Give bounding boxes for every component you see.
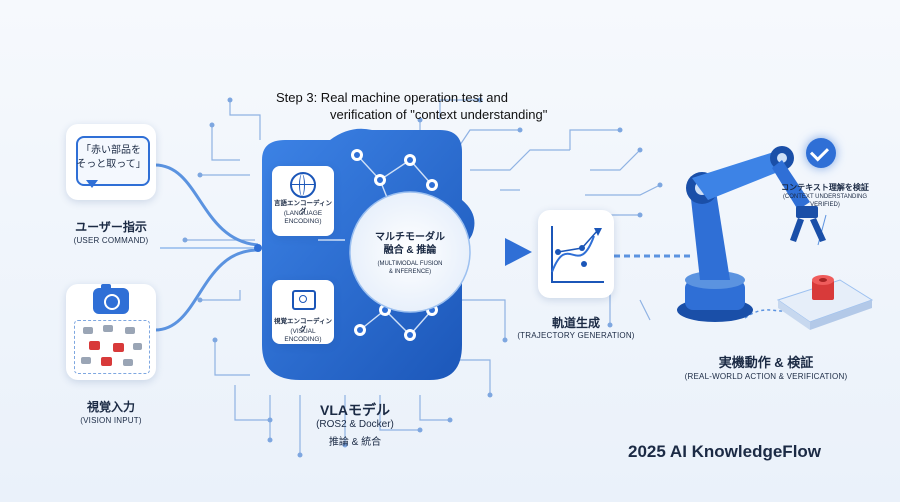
trajectory-label-en: (TRAJECTORY GENERATION) (517, 331, 635, 340)
parts-scene (74, 320, 150, 374)
real-world-action-label: 実機動作 & 検証 (718, 355, 814, 370)
step-title-line2: verification of "context understanding" (330, 107, 548, 122)
trajectory-label: 軌道生成 (551, 316, 600, 330)
fusion-label-line1: マルチモーダル (375, 232, 445, 243)
bubble-text-line1: 「赤い部品を (81, 145, 141, 156)
vla-model-title: VLAモデル (320, 402, 390, 418)
brand-name: 2025 AI KnowledgeFlow (628, 442, 822, 461)
robot-arm-illustration (677, 146, 874, 330)
red-part-target (812, 280, 834, 300)
language-encoding-label: 言語エンコーディング (273, 200, 333, 215)
trajectory-graph-icon (551, 226, 604, 283)
check-badge-icon (806, 138, 836, 168)
visual-encoding-label: 視覚エンコーディング (273, 318, 333, 333)
context-verified-en-line2: VERIFIED) (810, 202, 840, 208)
fusion-label-line4: & INFERENCE) (388, 269, 432, 275)
visual-encoding-card: 視覚エンコーディング (VISUAL ENCODING) (272, 280, 334, 344)
language-encoding-en-line1: (LANGUAGE (283, 210, 323, 217)
language-encoding-card: 言語エンコーディング (LANGUAGE ENCODING) (272, 166, 334, 236)
fusion-label-line3: (MULTIMODAL FUSION (377, 261, 443, 267)
vla-model-subtitle: (ROS2 & Docker) (316, 419, 394, 430)
trajectory-card (538, 210, 614, 298)
real-world-action-label-en: (REAL-WORLD ACTION & VERIFICATION) (684, 372, 848, 381)
vision-input-card (66, 284, 156, 380)
speech-bubble-tail (86, 180, 98, 188)
visual-encoding-label-en: (VISUAL ENCODING) (284, 328, 322, 343)
user-command-card: 「赤い部品を そっと取って」 (66, 124, 156, 200)
camera-icon-small (292, 290, 316, 310)
language-encoding-en-line2: ENCODING) (284, 218, 322, 225)
vision-input-label: 視覚入力 (86, 400, 135, 414)
vision-input-label-en: (VISION INPUT) (80, 416, 142, 425)
bubble-text-line2: そっと取って」 (76, 159, 146, 170)
globe-icon (290, 172, 316, 198)
user-command-label: ユーザー指示 (75, 220, 147, 234)
user-command-label-en: (USER COMMAND) (73, 236, 149, 245)
speech-bubble-icon (76, 136, 150, 186)
context-verified-en-line1: (CONTEXT UNDERSTANDING (782, 194, 868, 200)
step-title-line1: Step 3: Real machine operation test and (276, 90, 508, 105)
vla-model-caption: 推論 & 統合 (328, 437, 382, 448)
red-part (89, 341, 100, 350)
context-verified-label: コンテキスト理解を検証 (781, 183, 869, 192)
fusion-label-line2: 融合 & 推論 (383, 245, 437, 256)
camera-icon (93, 284, 129, 314)
